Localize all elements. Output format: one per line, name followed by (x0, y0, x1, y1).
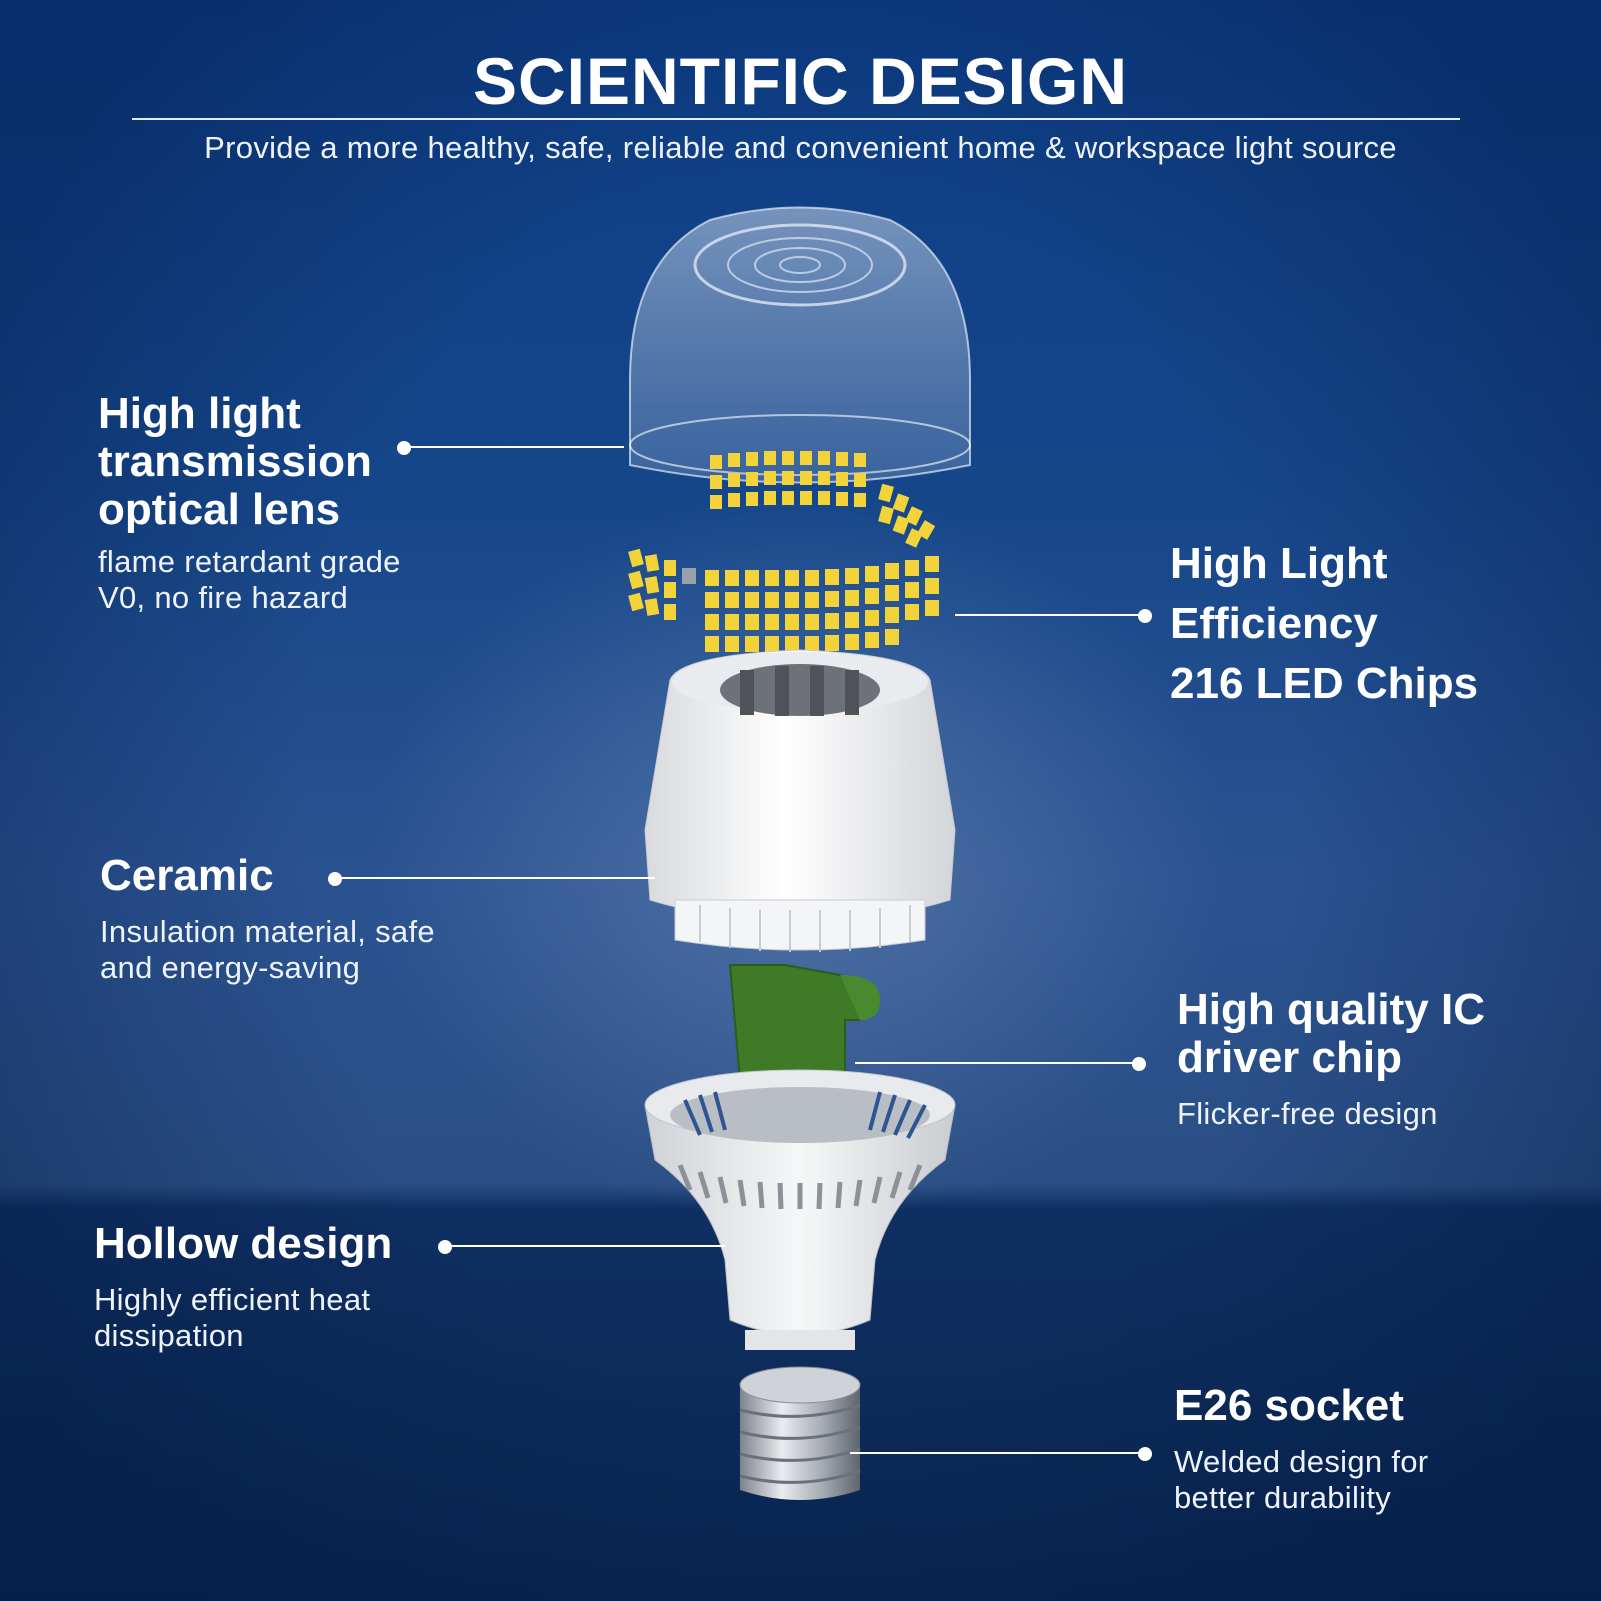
dot-icon (328, 872, 342, 886)
callout-ic-driver: High quality IC driver chip Flicker-free… (1177, 986, 1485, 1132)
page-title: SCIENTIFIC DESIGN (472, 44, 1129, 118)
leader-line (335, 877, 655, 879)
callout-led-chips: High Light Efficiency 216 LED Chips (1170, 534, 1478, 714)
callout-title: High Light Efficiency 216 LED Chips (1170, 539, 1479, 708)
dot-icon (1138, 609, 1152, 623)
header: SCIENTIFIC DESIGN Provide a more healthy… (0, 42, 1601, 165)
callout-optical-lens: High light transmission optical lens fla… (98, 390, 401, 616)
callout-title: Ceramic (100, 851, 274, 900)
e26-screw-base-part (739, 1330, 861, 1500)
title-divider (132, 118, 1460, 120)
callout-description: Flicker-free design (1177, 1096, 1438, 1131)
hollow-heat-sink-part (644, 1069, 956, 1336)
dot-icon (1132, 1057, 1146, 1071)
callout-ceramic: Ceramic Insulation material, safe and en… (100, 852, 435, 986)
leader-line (855, 1062, 1140, 1064)
led-chip-ring-part (628, 451, 939, 652)
callout-description: Insulation material, safe and energy-sav… (100, 914, 435, 985)
callout-description: Welded design for better durability (1174, 1444, 1429, 1515)
callout-description: flame retardant grade V0, no fire hazard (98, 544, 401, 615)
callout-title: High light transmission optical lens (98, 389, 372, 534)
page-subtitle: Provide a more healthy, safe, reliable a… (204, 130, 1397, 165)
dot-icon (438, 1240, 452, 1254)
ceramic-housing-part (644, 649, 956, 952)
callout-e26-socket: E26 socket Welded design for better dura… (1174, 1382, 1428, 1516)
optical-lens-part (629, 206, 971, 484)
leader-line (404, 446, 624, 448)
callout-title: Hollow design (94, 1219, 393, 1268)
dot-icon (397, 441, 411, 455)
leader-line (955, 614, 1145, 616)
leader-line (850, 1452, 1140, 1454)
callout-title: E26 socket (1174, 1381, 1404, 1430)
callout-title: High quality IC driver chip (1177, 985, 1485, 1082)
exploded-bulb-illustration (628, 206, 971, 1500)
callout-hollow-design: Hollow design Highly efficient heat diss… (94, 1220, 392, 1354)
callout-description: Highly efficient heat dissipation (94, 1282, 371, 1353)
leader-line (445, 1245, 725, 1247)
dot-icon (1138, 1447, 1152, 1461)
